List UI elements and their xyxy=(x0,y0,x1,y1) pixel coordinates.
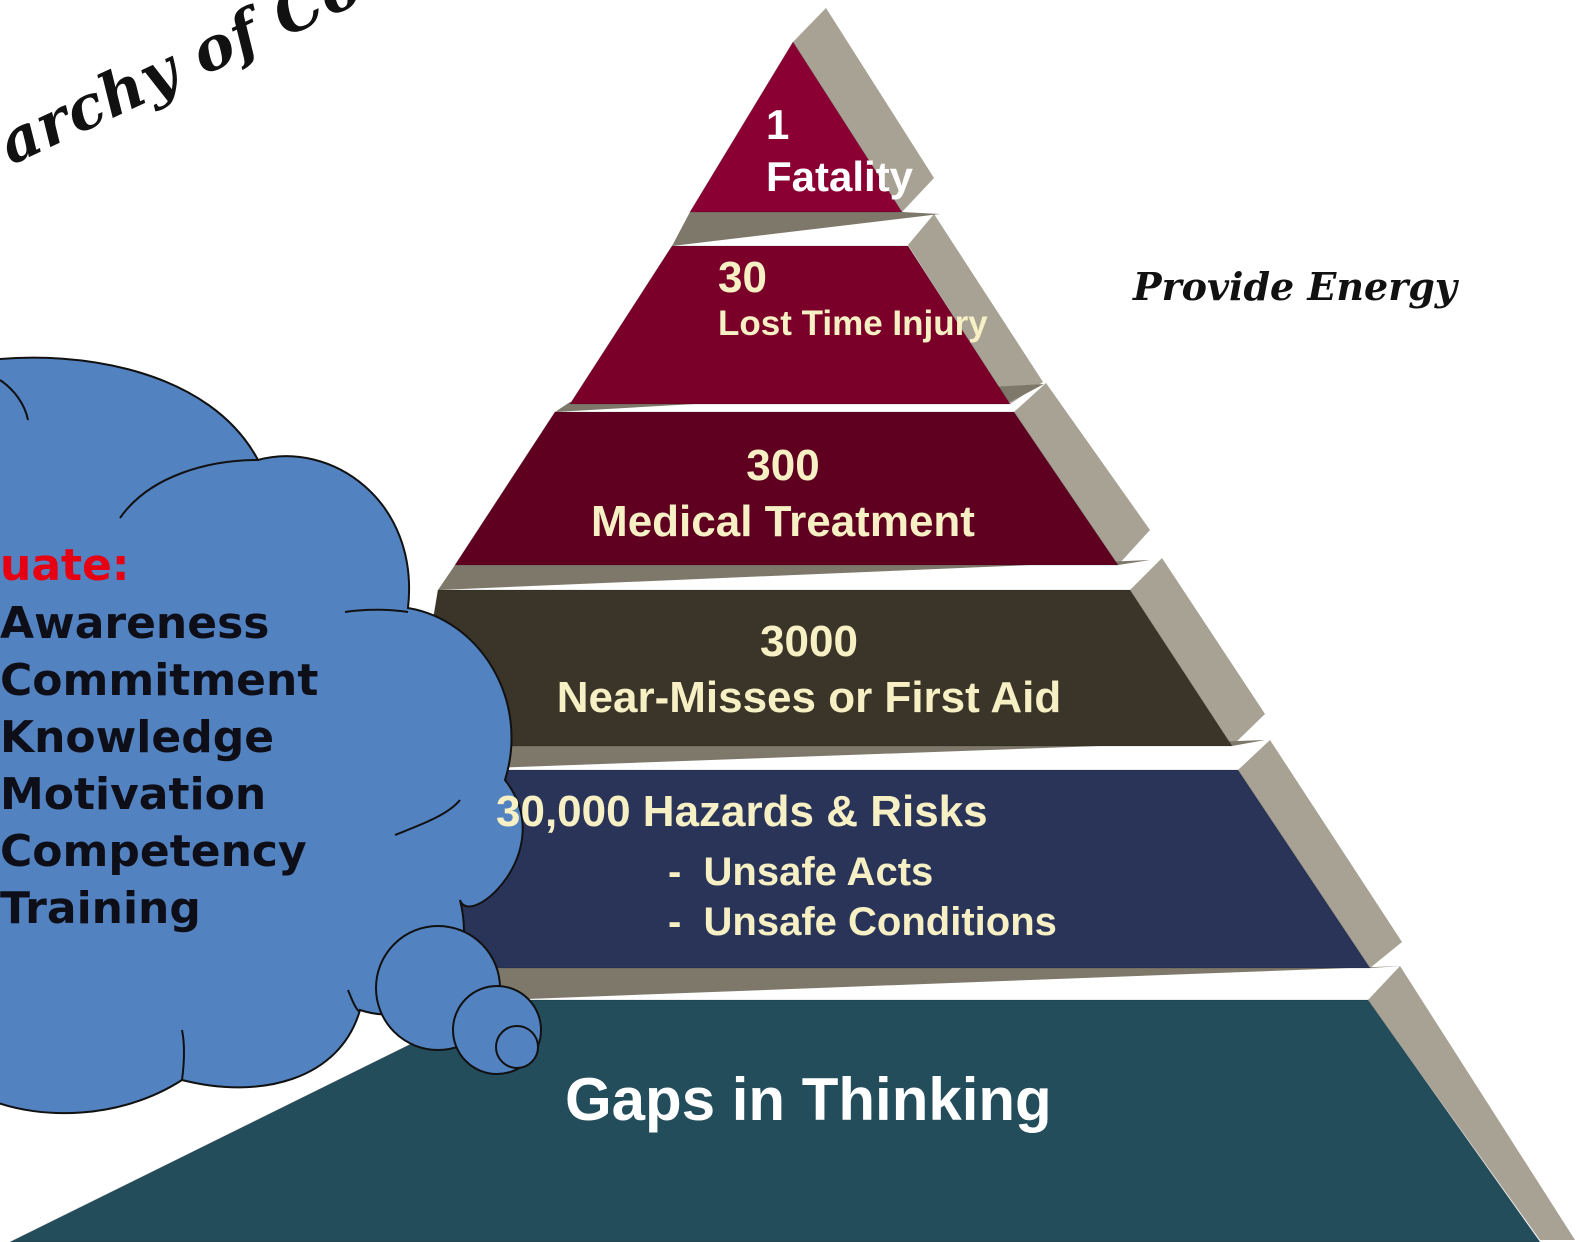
tier-near-misses xyxy=(411,589,1233,747)
pyramid-side-face-4 xyxy=(1130,558,1265,746)
tier-medical-label: Medical Treatment xyxy=(591,497,975,546)
tier-fatality xyxy=(689,41,903,213)
pyramid-side-face-5 xyxy=(1238,740,1402,968)
cloud-item-motivation: Motivation xyxy=(0,769,267,820)
tier-medical-treatment xyxy=(454,411,1119,566)
tier-lost-time-count: 30 xyxy=(718,253,767,302)
cloud-arc-3 xyxy=(344,608,409,613)
cloud-shape xyxy=(0,356,524,1115)
pyramid-side-face-3 xyxy=(1014,383,1150,565)
provide-energy-label: Provide Energy xyxy=(1133,264,1457,309)
thought-cloud xyxy=(0,356,542,1115)
thought-bubble-3 xyxy=(495,1025,539,1069)
pyramid-side-face-2 xyxy=(908,214,1043,404)
tier-hazards-heading: 30,000 Hazards & Risks xyxy=(496,787,988,836)
pyramid-ledge-4 xyxy=(412,740,1265,770)
pyramid-ledge-1 xyxy=(672,212,940,246)
cloud-item-training: Training xyxy=(0,883,201,934)
cloud-item-knowledge: Knowledge xyxy=(0,712,275,763)
tier-lost-time-injury xyxy=(569,245,1011,405)
tier-gaps-label: Gaps in Thinking xyxy=(565,1066,1052,1133)
pyramid-ledge-5 xyxy=(470,966,1402,1000)
cloud-arc-5 xyxy=(347,989,361,1013)
cloud-arc-4 xyxy=(394,799,461,836)
pyramid-ledge-3 xyxy=(438,560,1150,590)
cloud-item-awareness: Awareness xyxy=(0,598,270,649)
pyramid xyxy=(9,8,1575,1242)
cloud-arc-1 xyxy=(0,379,29,421)
cloud-heading: uate: xyxy=(0,540,130,591)
tier-medical-count: 300 xyxy=(746,441,820,490)
tier-hazards-item-unsafe-acts: - Unsafe Acts xyxy=(668,850,934,894)
tier-fatality-label: Fatality xyxy=(766,153,914,200)
tier-lost-time-label: Lost Time Injury xyxy=(718,304,988,343)
pyramid-side-face-1 xyxy=(793,8,934,212)
cloud-arc-6 xyxy=(181,1029,185,1081)
tier-near-miss-count: 3000 xyxy=(760,617,858,666)
tier-hazards-item-unsafe-conditions: - Unsafe Conditions xyxy=(668,900,1057,944)
cloud-arc-2 xyxy=(119,459,259,519)
cloud-item-commitment: Commitment xyxy=(0,655,319,706)
cloud-item-competency: Competency xyxy=(0,826,307,877)
tier-gaps-in-thinking xyxy=(9,999,1541,1242)
tier-fatality-count: 1 xyxy=(766,101,790,148)
tier-near-miss-label: Near-Misses or First Aid xyxy=(556,673,1062,722)
pyramid-side-face-6 xyxy=(1368,966,1575,1240)
